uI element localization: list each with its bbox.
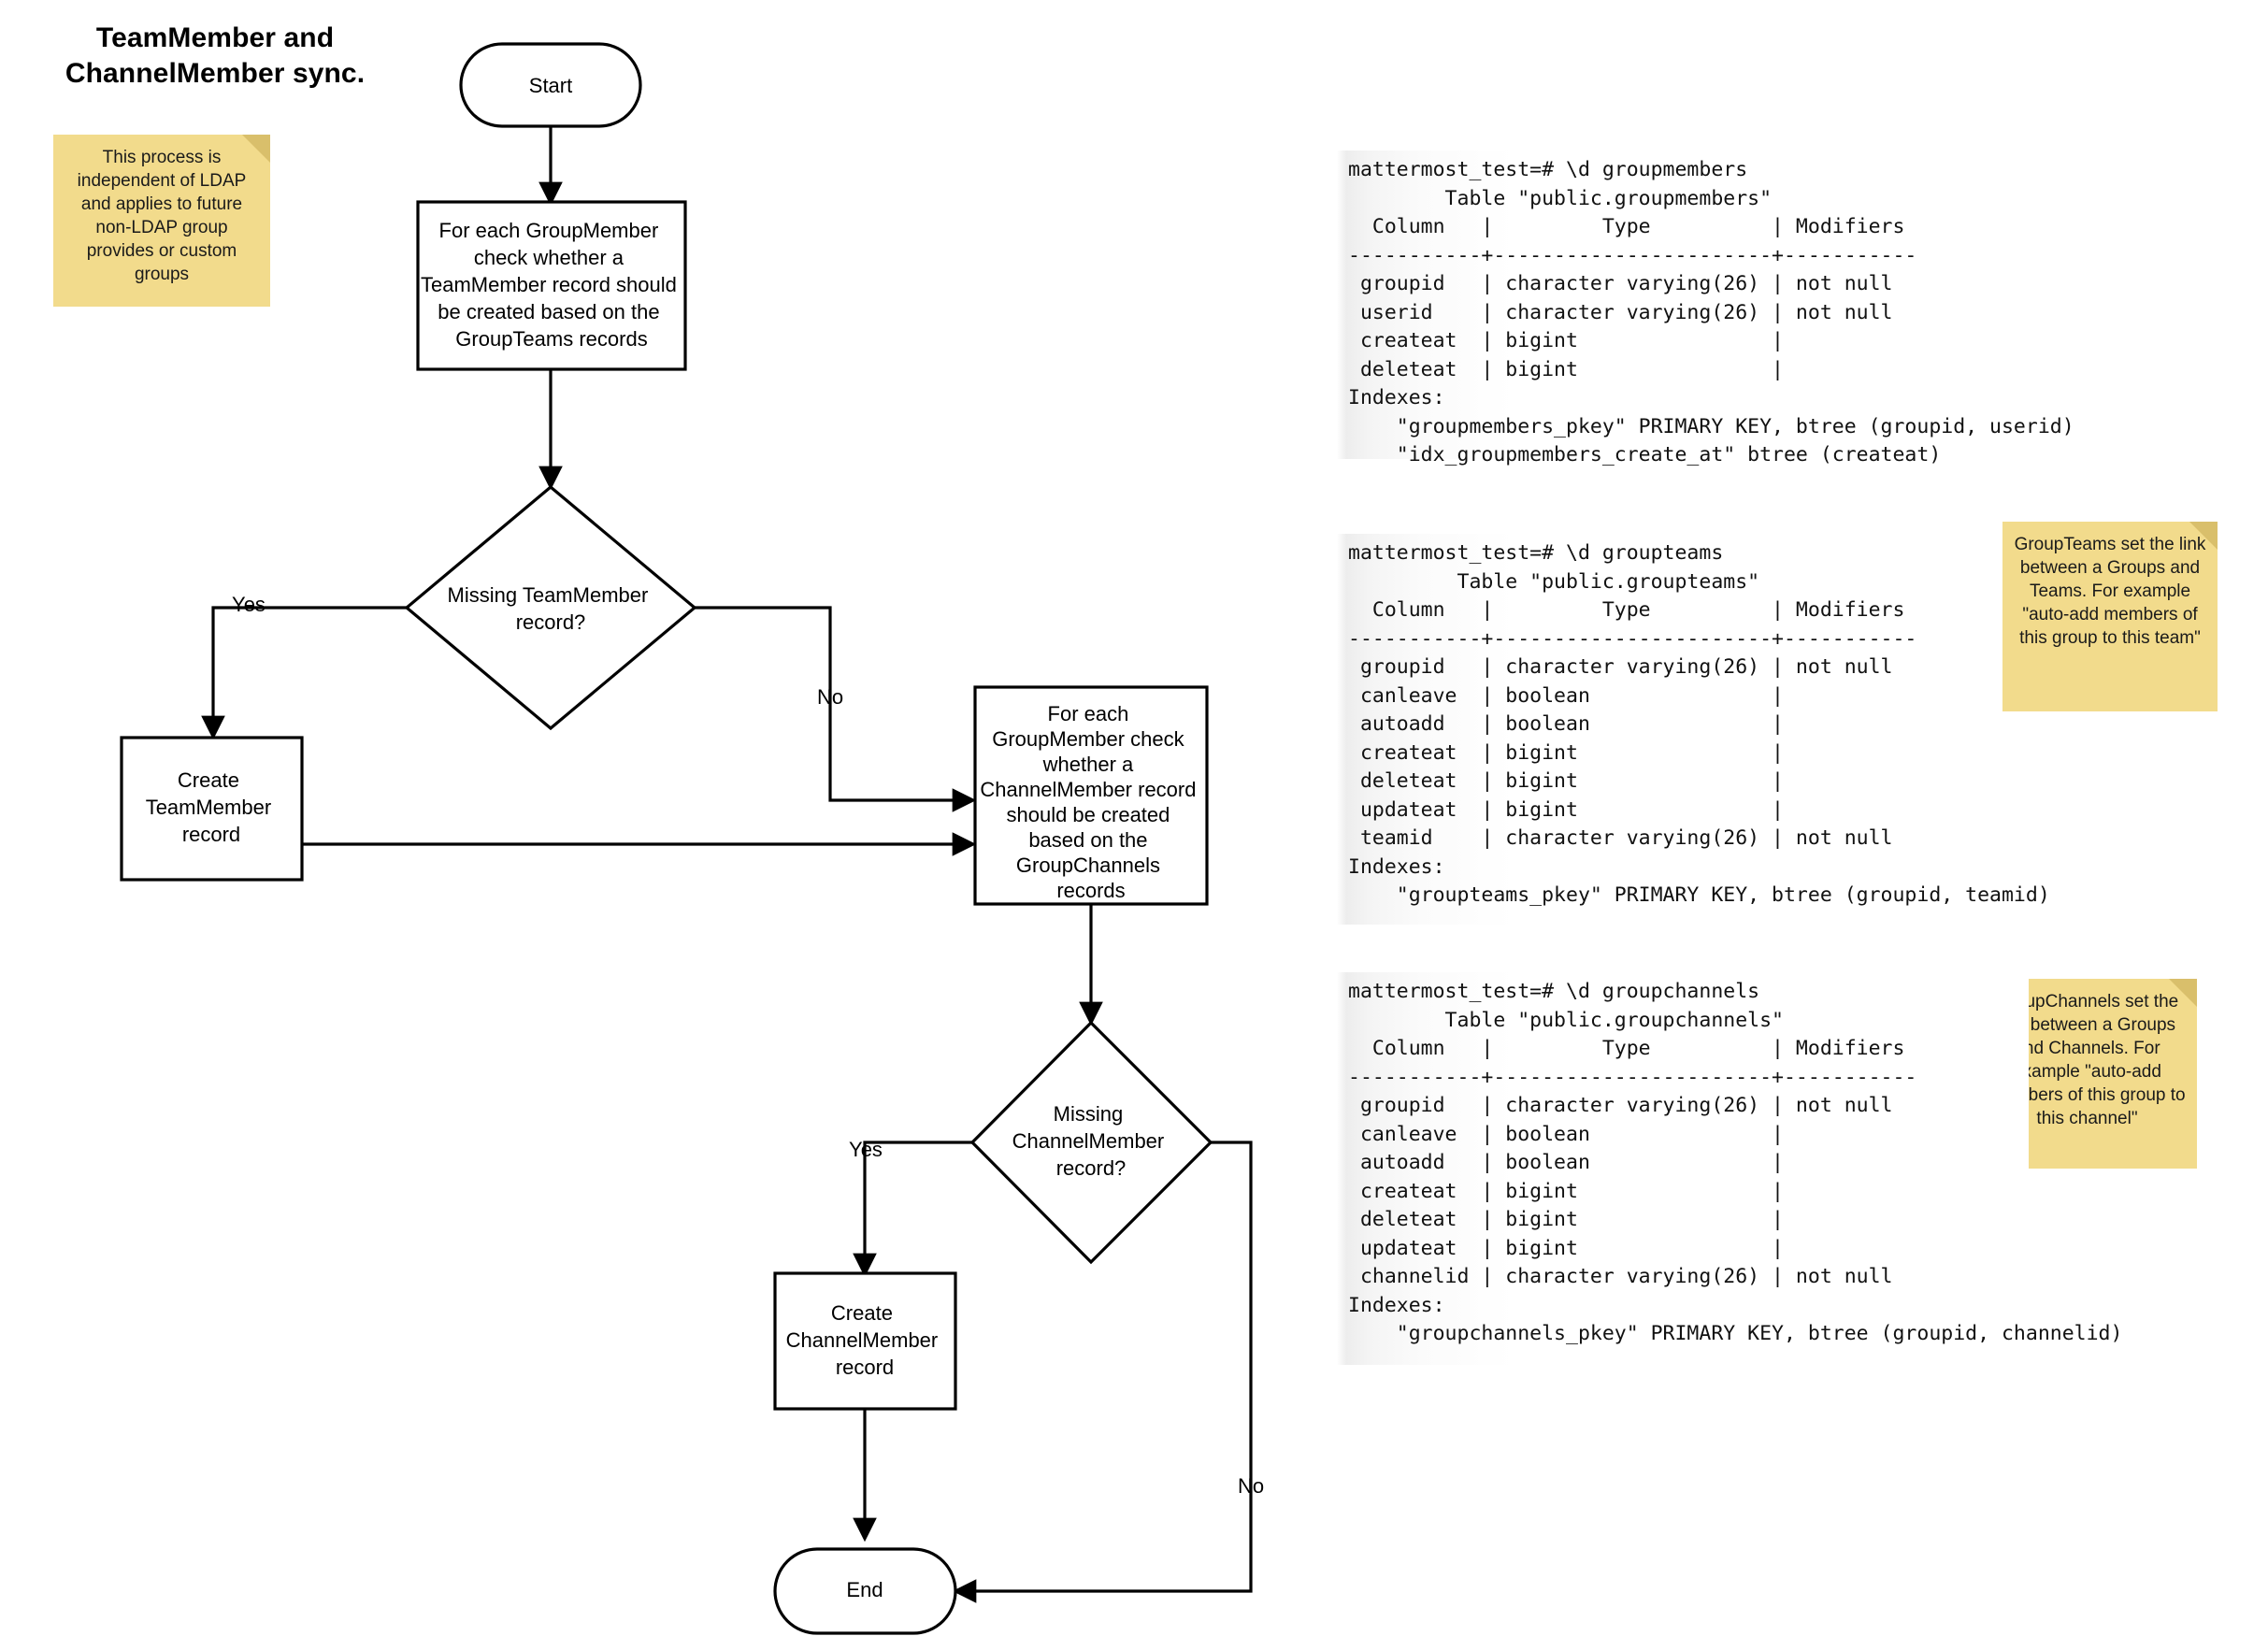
edge-label-channel-no: No [1238,1474,1264,1498]
sticky-note-groupteams: GroupTeams set the link between a Groups… [2002,522,2218,711]
edge-label-team-yes: Yes [232,593,266,616]
node-start[interactable] [459,42,642,128]
note-fold-corner-icon [2169,979,2197,1007]
node-process-team-label: For each GroupMember check whether a Tea… [421,219,682,351]
edge-decision-team-no [695,606,977,812]
node-create-channel-label: Create ChannelMember record [786,1301,944,1379]
sticky-note-groupteams-text: GroupTeams set the link between a Groups… [2014,535,2206,649]
terminal-block-groupchannels: mattermost_test=# \d groupchannels Table… [1337,972,2122,1365]
sticky-note-groupchannels-text: GroupChannels set the link between a Gro… [1988,992,2186,1129]
page-title: TeamMember and ChannelMember sync. [56,21,374,91]
edge-decision-channel-yes [853,1141,972,1278]
sticky-note-ldap: This process is independent of LDAP and … [53,135,270,307]
edge-label-channel-yes: Yes [849,1138,883,1161]
page-title-line2: ChannelMember sync. [65,57,366,89]
node-process-channel-label: For each GroupMember check whether a Cha… [980,702,1201,902]
flowchart: Start For each GroupMember check whether… [120,42,1264,1635]
terminal-block-groupmembers: mattermost_test=# \d groupmembers Table … [1337,151,2074,466]
note-fold-corner-icon [2189,522,2218,550]
terminal-block-groupteams: mattermost_test=# \d groupteams Table "p… [1337,534,2050,925]
node-start-label: Start [529,74,572,97]
edge-decision-channel-no [952,1141,1253,1603]
sticky-note-ldap-text: This process is independent of LDAP and … [77,148,247,285]
node-process-team[interactable] [416,200,687,371]
node-end[interactable] [773,1547,957,1635]
node-create-team[interactable] [120,736,304,882]
page-title-line1: TeamMember and [95,22,335,53]
edge-label-team-no: No [817,685,843,709]
node-decision-channel[interactable] [969,1020,1213,1265]
node-end-label: End [846,1578,883,1601]
node-decision-channel-label: Missing ChannelMember record? [1012,1102,1170,1180]
node-create-team-label: Create TeamMember record [146,768,278,846]
edge-decision-team-yes [201,606,407,740]
node-process-channel[interactable] [973,685,1209,906]
note-fold-corner-icon [242,135,270,163]
node-create-channel[interactable] [773,1271,957,1411]
node-decision-team-label: Missing TeamMember record? [448,583,654,634]
node-decision-team[interactable] [404,484,697,731]
